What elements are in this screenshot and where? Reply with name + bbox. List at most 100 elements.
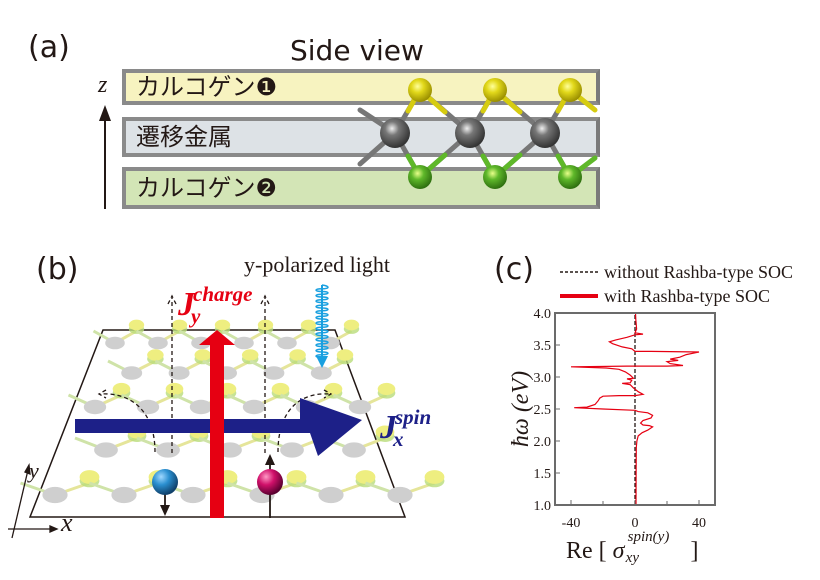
series-with-rashba [570, 312, 700, 506]
chalcogen-atom [558, 165, 582, 189]
metal-atom [242, 399, 266, 415]
metal-atom [121, 366, 143, 380]
layer-chalcogen-2-label: カルコゲン❷ [136, 174, 278, 202]
panel-b-label: (b) [36, 252, 79, 287]
metal-atom [310, 366, 332, 380]
z-axis-label: z [98, 72, 108, 98]
chalcogen-atom [408, 165, 432, 189]
legend-label: with Rashba-type SOC [604, 286, 770, 306]
charge-current-symbol: J [178, 286, 195, 323]
metal-atom [83, 399, 107, 415]
x-axis-title-sigma: σ [612, 538, 625, 564]
chalcogen-atom [343, 319, 360, 331]
y-tick-label: 3.0 [534, 371, 552, 386]
metal-atom [318, 486, 344, 504]
chalcogen-atom [128, 319, 145, 331]
metal-atom [168, 366, 190, 380]
metal-atom [530, 118, 560, 148]
x-axis-symbol: x [61, 508, 73, 537]
light-label: y-polarized light [244, 252, 391, 277]
panel-a-label: (a) [28, 30, 70, 65]
y-tick-label: 1.0 [534, 499, 552, 514]
chalcogen-atom [289, 349, 306, 361]
chalcogen-atom [355, 470, 376, 484]
x-axis-title-prefix: Re [566, 538, 593, 564]
spin-current-sup: spin [395, 405, 432, 429]
chalcogen-atom [286, 470, 307, 484]
chalcogen-atom [112, 382, 131, 396]
chalcogen-atom [171, 319, 188, 331]
chalcogen-atom [408, 78, 432, 102]
layer-chalcogen-1-label: カルコゲン❶ [136, 73, 278, 101]
electron-trajectories [97, 294, 333, 453]
chalcogen-atom [558, 78, 582, 102]
chalcogen-atom [424, 470, 445, 484]
x-tick-label: 40 [692, 516, 706, 531]
chalcogen-atom [241, 349, 259, 361]
metal-atom [189, 399, 213, 415]
y-tick-label: 2.5 [534, 403, 552, 418]
metal-atom [348, 399, 372, 415]
chalcogen-atom [336, 349, 354, 361]
metal-atom [94, 442, 118, 458]
metal-atom [105, 336, 125, 350]
light-wave-icon [315, 284, 329, 368]
x-axis-title-sup: spin(y) [627, 529, 670, 545]
layer-chalcogen-1: カルコゲン❶ [122, 69, 600, 105]
metal-atom [263, 366, 285, 380]
z-axis-arrow [99, 105, 111, 209]
y-tick-label: 3.5 [534, 339, 552, 354]
legend-label: without Rashba-type SOC [604, 262, 793, 282]
metal-atom [455, 118, 485, 148]
chalcogen-atom [377, 382, 396, 396]
y-axis-title: ħω (eV) [508, 371, 534, 447]
chalcogen-atom [165, 382, 184, 396]
chalcogen-atom [483, 165, 507, 189]
metal-atom [342, 442, 366, 458]
spin-up-electron [257, 469, 283, 495]
side-view-title: Side view [290, 34, 424, 67]
atoms [380, 78, 582, 189]
spin-down-electron [152, 469, 178, 495]
spin-current-symbol: J [380, 409, 397, 446]
spin-current-sub: x [393, 427, 404, 451]
charge-current-sup: charge [193, 282, 253, 306]
charge-current-arrow [210, 343, 224, 518]
chalcogen-atom [324, 382, 343, 396]
metal-atom [277, 336, 297, 350]
metal-atom [148, 336, 168, 350]
y-tick-label: 1.5 [534, 467, 552, 482]
chalcogen-atom [147, 349, 164, 361]
chalcogen-atom [375, 425, 395, 439]
spin-current-label: J spin x [380, 405, 431, 451]
charge-current-sub: y [191, 304, 201, 328]
metal-atom [42, 486, 68, 504]
metal-atom [387, 486, 413, 504]
chalcogen-atom [194, 349, 212, 361]
chalcogen-atom [300, 319, 317, 331]
chalcogen-atom [79, 470, 100, 484]
panel-c-label: (c) [494, 252, 534, 287]
xy-axes-icon [8, 462, 59, 539]
metal-atom [218, 442, 242, 458]
metal-atom [111, 486, 137, 504]
side-view-crystal [357, 78, 598, 189]
metal-atom [180, 486, 206, 504]
x-tick-label: -40 [562, 516, 581, 531]
layer-transition-metal-label: 遷移金属 [136, 123, 232, 151]
chalcogen-atom [483, 78, 507, 102]
x-axis-title-sub: xy [625, 550, 639, 566]
charge-current-label: J charge y [178, 282, 253, 328]
y-tick-label: 4.0 [534, 307, 552, 322]
metal-atom [380, 118, 410, 148]
y-tick-label: 2.0 [534, 435, 552, 450]
panel-b-overlay [8, 284, 362, 539]
layer-transition-metal: 遷移金属 [122, 117, 600, 157]
chalcogen-atom [214, 319, 231, 331]
x-tick-label: 0 [632, 516, 639, 531]
chalcogen-atom [271, 382, 290, 396]
metal-atom [234, 336, 254, 350]
y-axis-symbol: y [29, 458, 39, 483]
